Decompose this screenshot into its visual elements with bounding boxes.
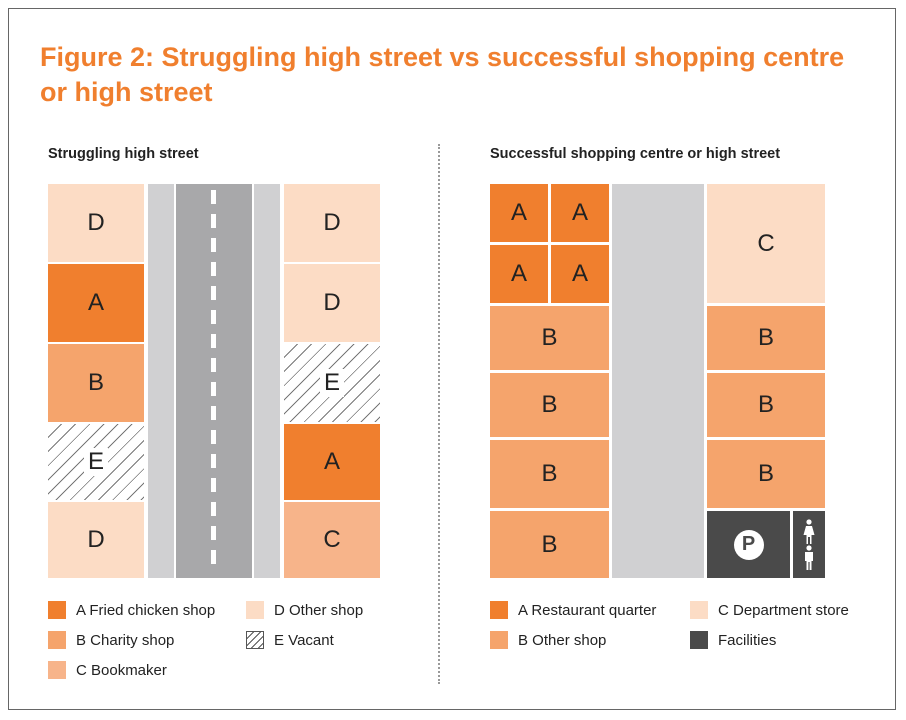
shop-b: B — [707, 306, 825, 370]
figure-title: Figure 2: Struggling high street vs succ… — [40, 42, 845, 107]
legend-label: B Other shop — [518, 631, 607, 649]
shop-b: B — [48, 344, 144, 422]
facilities-parking: P — [707, 511, 790, 578]
legend-label: A Fried chicken shop — [76, 601, 216, 619]
pavement-right — [254, 184, 280, 578]
legend-item: D Other shop — [246, 601, 363, 619]
shop-e-vacant: E — [284, 344, 380, 422]
road-marking — [211, 334, 216, 348]
restaurant-a: A — [551, 184, 609, 242]
department-store-c: C — [707, 184, 825, 303]
legend-label: A Restaurant quarter — [518, 601, 657, 619]
legend-swatch — [246, 631, 264, 649]
legend-item: C Bookmaker — [48, 661, 167, 679]
road-marking — [211, 502, 216, 516]
shop-b: B — [490, 373, 609, 437]
shop-a: A — [284, 424, 380, 500]
legend-item: B Charity shop — [48, 631, 174, 649]
concourse — [612, 184, 704, 578]
shop-b: B — [490, 511, 609, 578]
legend-label: E Vacant — [274, 631, 334, 649]
shop-c: C — [284, 502, 380, 578]
road-marking — [211, 214, 216, 228]
shop-a: A — [48, 264, 144, 342]
road-marking — [211, 526, 216, 540]
road-marking — [211, 550, 216, 564]
shop-d: D — [284, 264, 380, 342]
road-marking — [211, 382, 216, 396]
legend-swatch — [48, 601, 66, 619]
legend-item: E Vacant — [246, 631, 334, 649]
male-toilet-icon — [805, 544, 813, 570]
shop-b: B — [490, 306, 609, 370]
female-toilet-icon — [803, 518, 815, 544]
legend-swatch — [48, 631, 66, 649]
road-marking — [211, 430, 216, 444]
legend-label: B Charity shop — [76, 631, 175, 649]
legend-label: Facilities — [718, 631, 777, 649]
shop-d: D — [284, 184, 380, 262]
road-marking — [211, 286, 216, 300]
shop-d: D — [48, 184, 144, 262]
shop-b: B — [707, 373, 825, 437]
parking-icon: P — [733, 529, 764, 560]
right-panel-subtitle: Successful shopping centre or high stree… — [490, 146, 781, 162]
shop-e-vacant: E — [48, 424, 144, 500]
pavement-left — [148, 184, 174, 578]
restaurant-a: A — [490, 245, 548, 303]
restaurant-a: A — [490, 184, 548, 242]
shop-b: B — [707, 440, 825, 508]
legend-label: C Department store — [718, 601, 849, 619]
road-marking — [211, 262, 216, 276]
legend-swatch — [490, 631, 508, 649]
restaurant-a: A — [551, 245, 609, 303]
legend-swatch — [690, 601, 708, 619]
legend-swatch — [246, 601, 264, 619]
vacant-label: E — [319, 369, 344, 397]
facilities-toilets — [793, 511, 825, 578]
shop-d: D — [48, 502, 144, 578]
road-marking — [211, 478, 216, 492]
panel-divider — [438, 144, 440, 684]
legend-label: D Other shop — [274, 601, 364, 619]
road-marking — [211, 454, 216, 468]
legend-item: A Fried chicken shop — [48, 601, 215, 619]
road-marking — [211, 238, 216, 252]
legend-item: C Department store — [690, 601, 849, 619]
left-panel-subtitle: Struggling high street — [48, 146, 199, 162]
road-marking — [211, 406, 216, 420]
legend-item: B Other shop — [490, 631, 606, 649]
road-marking — [211, 190, 216, 204]
vacant-label: E — [83, 448, 108, 476]
legend-label: C Bookmaker — [76, 661, 167, 679]
road-marking — [211, 358, 216, 372]
road-marking — [211, 310, 216, 324]
shop-b: B — [490, 440, 609, 508]
legend-item: A Restaurant quarter — [490, 601, 656, 619]
legend-swatch — [690, 631, 708, 649]
legend-swatch — [490, 601, 508, 619]
legend-item: Facilities — [690, 631, 776, 649]
legend-swatch — [48, 661, 66, 679]
